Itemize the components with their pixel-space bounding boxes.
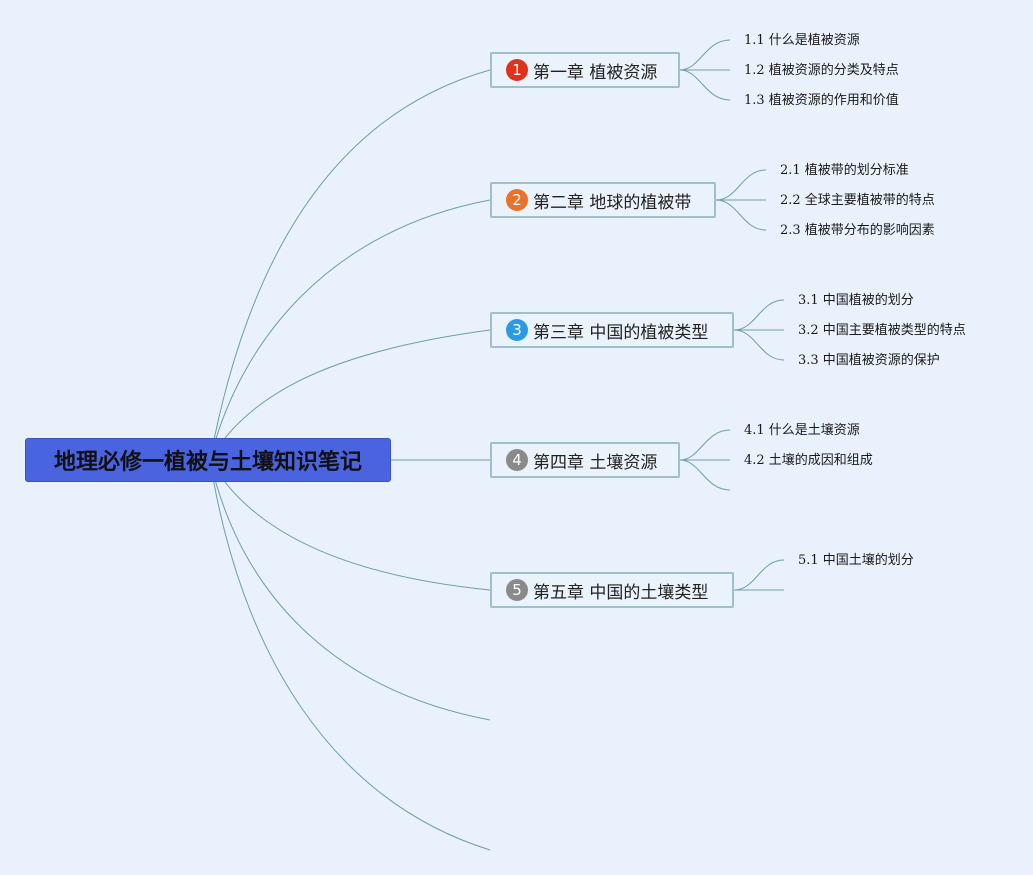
topic-node-2-3[interactable]: 2.3 植被带分布的影响因素 xyxy=(780,223,935,238)
connector-root-ch3 xyxy=(209,329,491,461)
connector-root-empty-1 xyxy=(209,459,491,721)
connector-root-ch2 xyxy=(209,199,491,461)
chapter-title: 第四章 土壤资源 xyxy=(533,452,658,473)
connector-ch4-t3 xyxy=(679,459,731,491)
connector-ch5-t1 xyxy=(733,559,785,591)
topic-node-3-2[interactable]: 3.2 中国主要植被类型的特点 xyxy=(798,323,966,338)
topic-node-5-1[interactable]: 5.1 中国土壤的划分 xyxy=(798,553,914,568)
priority-5-icon: 5 xyxy=(506,579,528,601)
root-title: 地理必修一植被与土壤知识笔记 xyxy=(53,450,362,475)
priority-4-icon: 4 xyxy=(506,449,528,471)
connector-root-ch1 xyxy=(209,69,491,461)
topic-node-4-1[interactable]: 4.1 什么是土壤资源 xyxy=(744,423,860,438)
priority-1-icon: 1 xyxy=(506,59,528,81)
chapter-node-4[interactable]: 4 第四章 土壤资源 xyxy=(490,442,680,478)
topic-node-4-2[interactable]: 4.2 土壤的成因和组成 xyxy=(744,453,873,468)
chapter-title: 第二章 地球的植被带 xyxy=(533,192,692,213)
chapter-title: 第五章 中国的土壤类型 xyxy=(533,582,709,603)
connector-root-ch5 xyxy=(209,459,491,591)
topic-node-1-3[interactable]: 1.3 植被资源的作用和价值 xyxy=(744,93,899,108)
topic-node-2-1[interactable]: 2.1 植被带的划分标准 xyxy=(780,163,909,178)
topic-node-2-2[interactable]: 2.2 全球主要植被带的特点 xyxy=(780,193,935,208)
priority-3-icon: 3 xyxy=(506,319,528,341)
root-node[interactable]: 地理必修一植被与土壤知识笔记 xyxy=(25,438,391,482)
chapter-node-5[interactable]: 5 第五章 中国的土壤类型 xyxy=(490,572,734,608)
topic-node-1-2[interactable]: 1.2 植被资源的分类及特点 xyxy=(744,63,899,78)
connector-ch1-t3 xyxy=(679,69,731,101)
connector-ch4-t1 xyxy=(679,429,731,461)
topic-node-3-3[interactable]: 3.3 中国植被资源的保护 xyxy=(798,353,940,368)
connector-ch2-t3 xyxy=(715,199,767,231)
connector-ch1-t1 xyxy=(679,39,731,71)
chapter-node-3[interactable]: 3 第三章 中国的植被类型 xyxy=(490,312,734,348)
chapter-title: 第一章 植被资源 xyxy=(533,62,658,83)
connector-ch2-t1 xyxy=(715,169,767,201)
topic-node-1-1[interactable]: 1.1 什么是植被资源 xyxy=(744,33,860,48)
priority-2-icon: 2 xyxy=(506,189,528,211)
connector-ch3-t1 xyxy=(733,299,785,331)
chapter-node-2[interactable]: 2 第二章 地球的植被带 xyxy=(490,182,716,218)
chapter-title: 第三章 中国的植被类型 xyxy=(533,322,709,343)
connector-root-empty-2 xyxy=(209,459,491,851)
chapter-node-1[interactable]: 1 第一章 植被资源 xyxy=(490,52,680,88)
topic-node-3-1[interactable]: 3.1 中国植被的划分 xyxy=(798,293,914,308)
connector-ch3-t3 xyxy=(733,329,785,361)
